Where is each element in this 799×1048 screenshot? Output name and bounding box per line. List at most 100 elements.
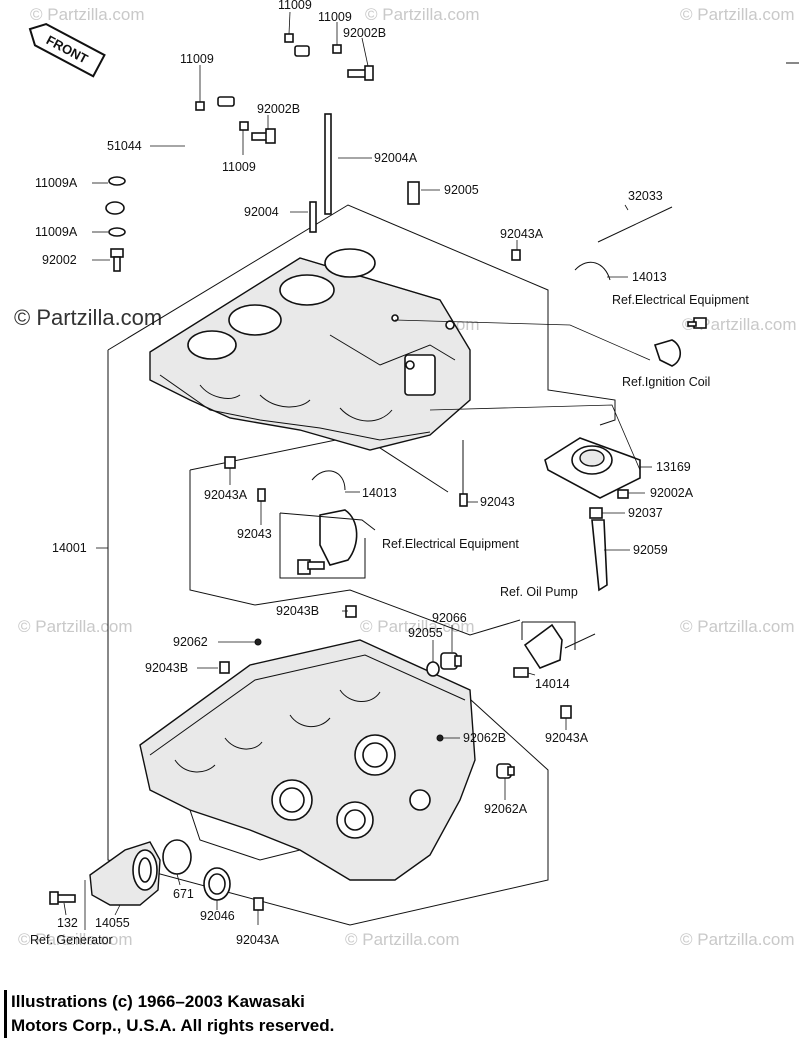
bolt-132 (49, 891, 76, 905)
upper-crankcase (149, 248, 471, 451)
bearing-14013-mid (311, 470, 346, 491)
part-label: 92043A (500, 227, 544, 241)
watermark: © Partzilla.com (18, 930, 133, 949)
ref-label: Ref.Electrical Equipment (612, 293, 749, 307)
part-label: 92066 (432, 611, 467, 625)
washer-11009A (108, 227, 126, 237)
part-labels: 11009 11009 92002B 11009 92002B 11009 51… (30, 0, 749, 947)
middle-items (224, 437, 641, 592)
stud-92004A (324, 113, 332, 215)
part-label: 92043 (480, 495, 515, 509)
pin-92043A-mid (224, 456, 236, 469)
ref-label: Ref. Oil Pump (500, 585, 578, 599)
ref-label: Ref. Generator (30, 933, 113, 947)
part-label: 92004A (374, 151, 418, 165)
pin-92043B-top (345, 605, 357, 618)
oring-671 (162, 839, 192, 875)
part-label: 14013 (362, 486, 397, 500)
bolt-92002B-top (347, 65, 374, 81)
pin-14014 (513, 667, 529, 678)
watermark: © Partzilla.com (682, 315, 797, 334)
top-fasteners (108, 33, 374, 272)
stud-92004 (309, 201, 317, 233)
bolt-elec (297, 559, 325, 575)
watermark: © Partzilla.com (365, 5, 480, 24)
bolt-92002B-mid (251, 128, 276, 144)
watermark: © Partzilla.com (345, 930, 460, 949)
part-label: 11009 (222, 160, 256, 174)
watermark: © Partzilla.com (680, 5, 795, 24)
plug-92062B (436, 734, 444, 742)
bearing-14013-top (574, 261, 611, 281)
housing-14055 (89, 841, 161, 906)
assembly-outline (107, 204, 616, 926)
washer-11009A (108, 176, 126, 186)
pin-92043-left (257, 488, 266, 502)
lower-items (49, 605, 596, 911)
washer-11009 (284, 33, 294, 43)
part-label: 92043B (276, 604, 319, 618)
watermark: © Partzilla.com (680, 617, 795, 636)
part-label: 92059 (633, 543, 668, 557)
studs (309, 113, 707, 367)
pin-92043A-bot (253, 897, 264, 911)
washer-11009 (195, 101, 205, 111)
bearing-92046 (203, 867, 231, 901)
dowel-92005 (407, 181, 420, 205)
washer-11009 (239, 121, 249, 131)
part-label: 11009A (35, 176, 78, 190)
part-label: 92043B (145, 661, 188, 675)
watermark-main: © Partzilla.com (14, 305, 162, 330)
washer-11009 (332, 44, 342, 54)
part-label: 92062A (484, 802, 528, 816)
front-arrow: FRONT (28, 22, 106, 78)
part-label: 92037 (628, 506, 663, 520)
part-label: 14014 (535, 677, 570, 691)
part-label: 92002A (650, 486, 694, 500)
oilpump-bracket (523, 623, 563, 669)
part-label: 92062B (463, 731, 506, 745)
part-label: 51044 (107, 139, 142, 153)
part-label: 92062 (173, 635, 208, 649)
plug-92062A (496, 763, 515, 779)
bolt-right-small (687, 317, 707, 329)
part-label: 11009 (180, 52, 214, 66)
part-label: 671 (173, 887, 194, 901)
part-label: 132 (57, 916, 78, 930)
leader-lines (63, 11, 652, 930)
oring-92055 (426, 661, 440, 677)
part-label: 92002B (257, 102, 300, 116)
part-label: 92043A (236, 933, 280, 947)
oil-pipe-51044 (105, 45, 310, 274)
part-label: 92043A (204, 488, 248, 502)
watermark: © Partzilla.com (680, 930, 795, 949)
part-label: 13169 (656, 460, 691, 474)
lower-crankcase (139, 639, 476, 881)
part-label: 92055 (408, 626, 443, 640)
part-label: 11009A (35, 225, 78, 239)
plug-92066 (440, 652, 462, 670)
ref-label: Ref.Ignition Coil (622, 375, 710, 389)
part-label: 92002 (42, 253, 77, 267)
electrical-bracket (319, 509, 358, 566)
part-label: 11009 (278, 0, 312, 12)
part-label: 14013 (632, 270, 667, 284)
part-label: 14055 (95, 916, 130, 930)
ignition-bracket (653, 339, 682, 367)
bolt-92002 (110, 248, 124, 272)
part-label: 92043A (545, 731, 589, 745)
watermark: © Partzilla.com (30, 5, 145, 24)
part-label: 32033 (628, 189, 663, 203)
part-label: 92002B (343, 26, 386, 40)
pin-92043A-right (560, 705, 572, 719)
copyright-notice: Illustrations (c) 1966–2003 Kawasaki Mot… (4, 990, 511, 1038)
part-label: 11009 (318, 10, 352, 24)
part-label: 92043 (237, 527, 272, 541)
bolt-92002A (617, 489, 629, 499)
fitting-92037 (589, 507, 603, 519)
ref-label: Ref.Electrical Equipment (382, 537, 519, 551)
part-label: 92046 (200, 909, 235, 923)
pin-92043B-left (219, 661, 230, 674)
part-label: 92005 (444, 183, 479, 197)
